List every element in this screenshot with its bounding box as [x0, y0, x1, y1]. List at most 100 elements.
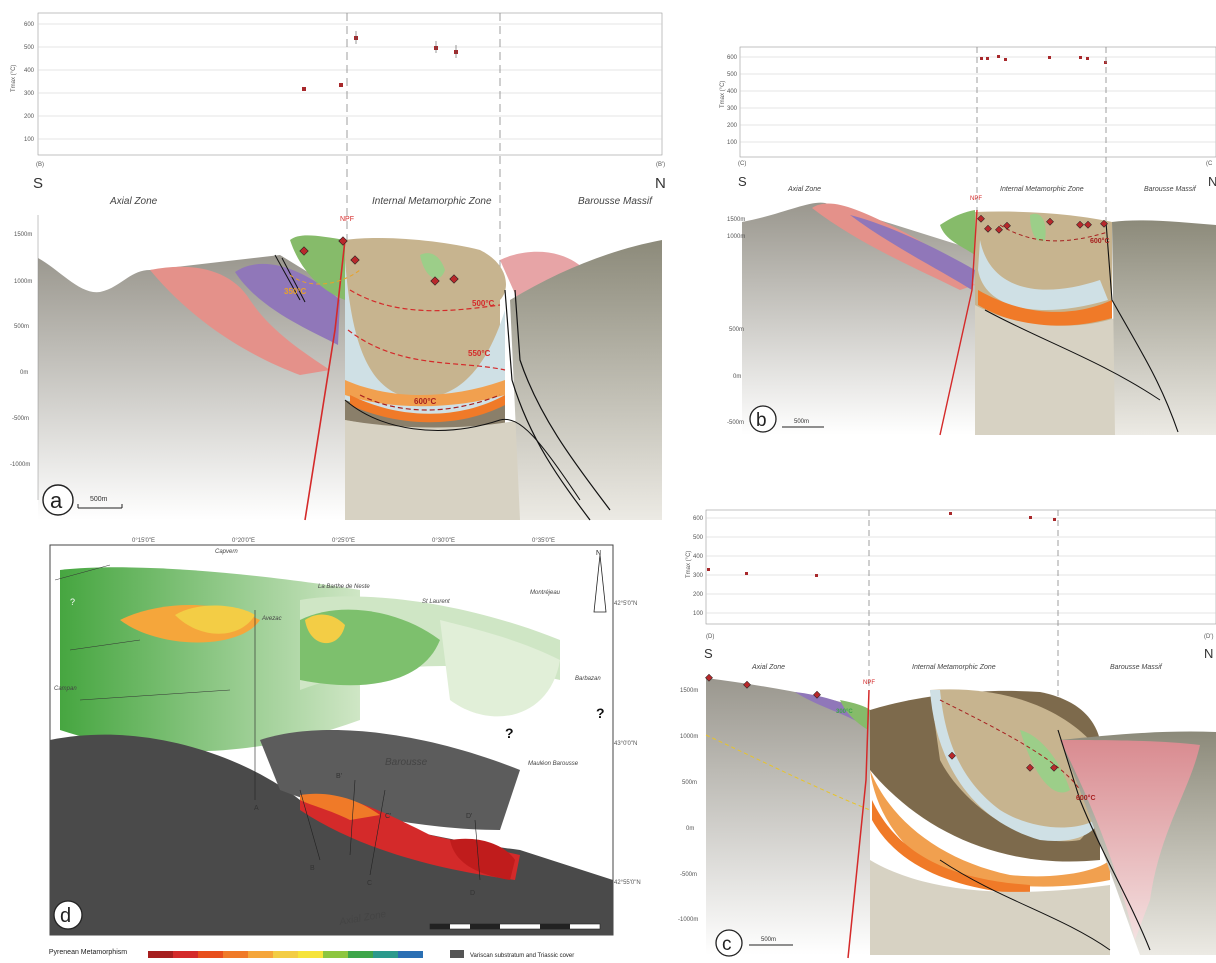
- b-north: N: [1208, 174, 1216, 189]
- c-ytick-200: 200: [693, 592, 704, 598]
- a-ytick-500: 500: [24, 45, 35, 51]
- panel-b-tmax-plot: 600 500 400 300 200 100 Tmax (°C) (C) (C: [720, 46, 1216, 167]
- c-south: S: [704, 646, 713, 661]
- a-iso-500: 500°C: [472, 299, 495, 308]
- legend-swatch: [148, 951, 173, 958]
- d-lat-3: 42°55'0"N: [614, 880, 641, 886]
- d-lat-2: 43°0'0"N: [614, 741, 637, 747]
- b-npf: NPF: [970, 196, 982, 202]
- legend-swatch: [173, 951, 198, 958]
- d-q2: ?: [55, 672, 60, 682]
- c-iso-600: 600°C: [1076, 794, 1096, 802]
- a-north: N: [655, 175, 666, 192]
- panel-d-map: 0°15'0"E 0°20'0"E 0°25'0"E 0°30'0"E 0°35…: [49, 538, 641, 936]
- c-ytick-100: 100: [693, 611, 704, 617]
- b-ytick-400: 400: [727, 89, 738, 95]
- d-north: N: [596, 550, 601, 557]
- c-panel-letter: c: [722, 934, 732, 955]
- panel-c: 600 500 400 300 200 100 Tmax (°C) (D) (D…: [678, 509, 1216, 959]
- a-barousse: Barousse Massif: [578, 196, 653, 207]
- c-axial-zone: Axial Zone: [751, 664, 785, 671]
- a-scale: 500m: [90, 496, 108, 503]
- c-npf: NPF: [863, 680, 875, 686]
- b-ytick-200: 200: [727, 123, 738, 129]
- d-barbazan: Barbazan: [575, 676, 601, 682]
- legend-color-ramp: [148, 951, 423, 958]
- a-elev-m1000: -1000m: [10, 462, 30, 468]
- a-elev-500: 500m: [14, 324, 29, 330]
- legend-swatch: [373, 951, 398, 958]
- b-axial-zone: Axial Zone: [787, 186, 821, 193]
- b-ylabel: Tmax (°C): [720, 81, 726, 108]
- b-elev-1000: 1000m: [727, 234, 745, 240]
- a-ytick-300: 300: [24, 91, 35, 97]
- d-scale-bar: [429, 923, 601, 930]
- a-xstart: (B): [36, 162, 44, 168]
- d-sec-c: C: [367, 880, 372, 887]
- d-lon-3: 0°25'0"E: [332, 538, 355, 544]
- d-montrejeau: Montréjeau: [530, 590, 561, 596]
- legend-swatch: [398, 951, 423, 958]
- c-elev-m1000: -1000m: [678, 917, 698, 923]
- c-scale: 500m: [761, 937, 776, 943]
- c-ytick-500: 500: [693, 535, 704, 541]
- c-elev-500: 500m: [682, 780, 697, 786]
- a-iso-550: 550°C: [468, 349, 491, 358]
- a-ytick-200: 200: [24, 114, 35, 120]
- a-npf: NPF: [340, 216, 354, 223]
- b-ytick-600: 600: [727, 55, 738, 61]
- legend-title: Pyrenean Metamorphism: [49, 949, 127, 956]
- a-panel-letter: a: [50, 488, 63, 513]
- c-elev-m500: -500m: [680, 872, 697, 878]
- legend-swatch: [298, 951, 323, 958]
- b-barousse: Barousse Massif: [1144, 186, 1197, 193]
- legend-swatch: [273, 951, 298, 958]
- panel-a-cross-section: 1500m 1000m 500m 0m -500m -1000m NPF 350…: [10, 215, 662, 521]
- d-lon-5: 0°35'0"E: [532, 538, 555, 544]
- c-xend: (D'): [1204, 634, 1213, 640]
- d-north-arrow-icon: N: [593, 550, 607, 613]
- b-elev-m500: -500m: [727, 420, 744, 426]
- a-imz: Internal Metamorphic Zone: [372, 196, 492, 207]
- b-ytick-500: 500: [727, 72, 738, 78]
- d-capvern: Capvern: [215, 549, 238, 555]
- b-south: S: [738, 174, 747, 189]
- a-elev-1500: 1500m: [14, 232, 32, 238]
- b-elev-1500: 1500m: [727, 217, 745, 223]
- panel-b: 600 500 400 300 200 100 Tmax (°C) (C) (C…: [720, 46, 1216, 436]
- b-tmax-points: [980, 55, 1107, 64]
- b-ytick-100: 100: [727, 140, 738, 146]
- b-elev-500: 500m: [729, 327, 744, 333]
- d-q1: ?: [70, 597, 75, 607]
- c-elev-1000: 1000m: [680, 734, 698, 740]
- b-scale: 500m: [794, 419, 809, 425]
- a-ytick-100: 100: [24, 137, 35, 143]
- c-tmax-points: [707, 512, 1056, 577]
- panel-c-cross-section: 1500m 1000m 500m 0m -500m -1000m NPF 300…: [678, 673, 1216, 959]
- b-iso-600: 600°C: [1090, 237, 1110, 245]
- a-xend: (B'): [656, 162, 665, 168]
- panel-b-cross-section: 1500m 1000m 500m 0m -500m NPF 600°C: [727, 196, 1216, 436]
- d-lon-4: 0°30'0"E: [432, 538, 455, 544]
- d-lat-1: 42°5'0"N: [614, 601, 637, 607]
- a-ylabel: Tmax (°C): [11, 65, 17, 92]
- legend-swatch: [223, 951, 248, 958]
- d-mauleon: Mauléon Barousse: [528, 761, 579, 767]
- b-xstart: (C): [738, 161, 746, 167]
- a-ytick-400: 400: [24, 68, 35, 74]
- c-north: N: [1204, 646, 1213, 661]
- panel-a: 600 500 400 300 200 100 Tmax (°C) (B) (B…: [10, 12, 666, 521]
- a-ytick-600: 600: [24, 22, 35, 28]
- d-sec-b: B: [310, 865, 315, 872]
- c-iso-300: 300°C: [836, 709, 853, 715]
- d-avezac: Avezac: [261, 616, 282, 622]
- d-q3: ?: [505, 725, 514, 741]
- legend-grey-label: Variscan substratum and Triassic cover: [470, 953, 574, 959]
- a-elev-0: 0m: [20, 370, 28, 376]
- d-sec-b2: B': [336, 773, 342, 780]
- b-xend: (C: [1206, 161, 1213, 167]
- d-laurent: St Laurent: [422, 599, 450, 605]
- b-imz: Internal Metamorphic Zone: [1000, 186, 1084, 193]
- d-barousse: Barousse: [385, 757, 428, 768]
- d-barthe: La Barthe de Neste: [318, 584, 370, 590]
